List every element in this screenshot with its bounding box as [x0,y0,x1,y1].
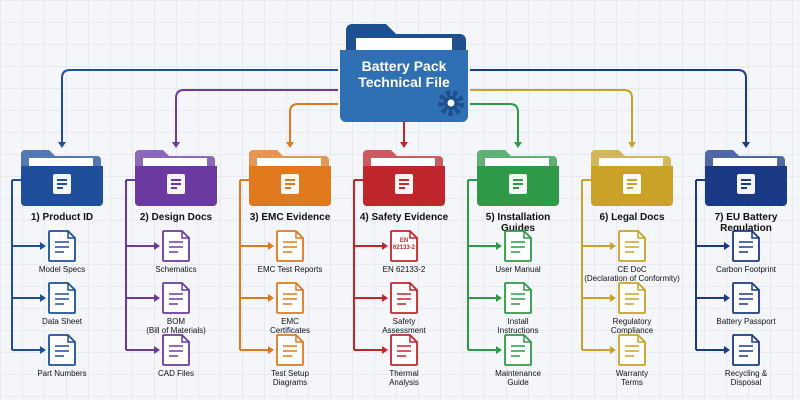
hardhat-fire-icon [395,174,413,194]
category-label-5: 5) Installation Guides [485,212,551,234]
branch-arrow-3-3 [268,346,274,354]
branch-arrow-3-2 [268,294,274,302]
branch-arrow-1-2 [40,294,46,302]
certificate-icon[interactable] [276,282,304,314]
document-label: EMC Test Reports [257,265,323,274]
category-label-6: 6) Legal Docs [599,212,665,223]
document-label: BOM (Bill of Materials) [146,317,206,335]
document-label: Model Specs [38,265,86,274]
branch-arrow-4-2 [382,294,388,302]
document-label: Warranty Terms [615,369,649,387]
standard-badge: EN 62133-2 [392,238,416,251]
root-title: Battery Pack Technical File [358,58,450,90]
branch-arrow-6-1 [610,242,616,250]
document-label: Battery Passport [716,317,776,326]
waveform-icon[interactable] [276,230,304,262]
connector-arrow-1 [172,142,180,148]
category-label-1: 1) Product ID [30,212,94,223]
gavel-icon [623,174,641,194]
connector-root-to-5 [470,89,633,146]
document-label: Part Numbers [37,369,87,378]
recycle-icon[interactable] [732,334,760,366]
footprint-icon[interactable] [732,230,760,262]
branch-arrow-5-2 [496,294,502,302]
connector-root-to-2 [289,103,338,146]
battery-passport-icon[interactable] [732,282,760,314]
branch-arrow-5-1 [496,242,502,250]
tools-icon[interactable] [504,334,532,366]
document-label: Carbon Footprint [715,265,777,274]
document-label: Regulatory Compliance [610,317,654,335]
branch-arrow-5-3 [496,346,502,354]
connector-root-to-1 [175,89,338,146]
connector-arrow-2 [286,142,294,148]
document-label: CE DoC (Declaration of Conformity) [584,265,680,283]
user-manual-icon[interactable] [504,230,532,262]
schematic-icon[interactable] [162,230,190,262]
category-label-3: 3) EMC Evidence [249,212,331,223]
checklist-wrench-icon[interactable] [162,282,190,314]
gear-icon [438,90,464,116]
eu-battery-icon [737,174,755,194]
spec-sheet-icon[interactable] [48,230,76,262]
barcode-icon[interactable] [48,334,76,366]
branch-arrow-1-3 [40,346,46,354]
branch-arrow-7-3 [724,346,730,354]
branch-arrow-1-1 [40,242,46,250]
branch-arrow-2-2 [154,294,160,302]
connector-arrow-6 [742,142,750,148]
connector-arrow-0 [58,142,66,148]
category-label-4: 4) Safety Evidence [359,212,449,223]
document-label: EN 62133-2 [382,265,426,274]
ce-doc-icon[interactable] [618,230,646,262]
warranty-doc-icon[interactable] [618,334,646,366]
category-label-7: 7) EU Battery Regulation [714,212,778,234]
document-label: Thermal Analysis [389,369,419,387]
document-label: User Manual [495,265,541,274]
connector-arrow-5 [628,142,636,148]
document-label: Schematics [155,265,197,274]
cube-icon[interactable] [162,334,190,366]
branch-arrow-4-1 [382,242,388,250]
connector-arrow-3 [400,142,408,148]
branch-arrow-4-3 [382,346,388,354]
document-label: Test Setup Diagrams [271,369,309,387]
standard-doc-icon[interactable] [390,230,418,262]
thermometer-icon[interactable] [390,334,418,366]
connector-arrow-4 [514,142,522,148]
open-book-icon [509,174,527,194]
branch-arrow-3-1 [268,242,274,250]
branch-arrow-7-2 [724,294,730,302]
warning-doc-icon[interactable] [390,282,418,314]
lightning-shield-icon [281,174,299,194]
document-label: Data Sheet [41,317,83,326]
category-label-2: 2) Design Docs [139,212,213,223]
instruction-doc-icon[interactable] [504,282,532,314]
branch-arrow-7-1 [724,242,730,250]
barcode-doc-icon [53,174,71,194]
document-label: Recycling & Disposal [724,369,768,387]
branch-arrow-6-2 [610,294,616,302]
root-folder-icon [340,24,468,122]
setup-diagram-icon[interactable] [276,334,304,366]
connector-root-to-4 [470,103,519,146]
document-label: Install Instructions [497,317,539,335]
document-label: CAD Files [157,369,194,378]
branch-arrow-6-3 [610,346,616,354]
seal-doc-icon[interactable] [618,282,646,314]
blueprint-icon [167,174,185,194]
branch-arrow-2-3 [154,346,160,354]
data-sheet-icon[interactable] [48,282,76,314]
connector-root-to-6 [470,69,747,146]
connector-root-to-0 [61,69,338,146]
branch-arrow-2-1 [154,242,160,250]
document-label: Maintenance Guide [495,369,541,387]
document-label: Safety Assessment [382,317,426,335]
document-label: EMC Certificates [269,317,310,335]
